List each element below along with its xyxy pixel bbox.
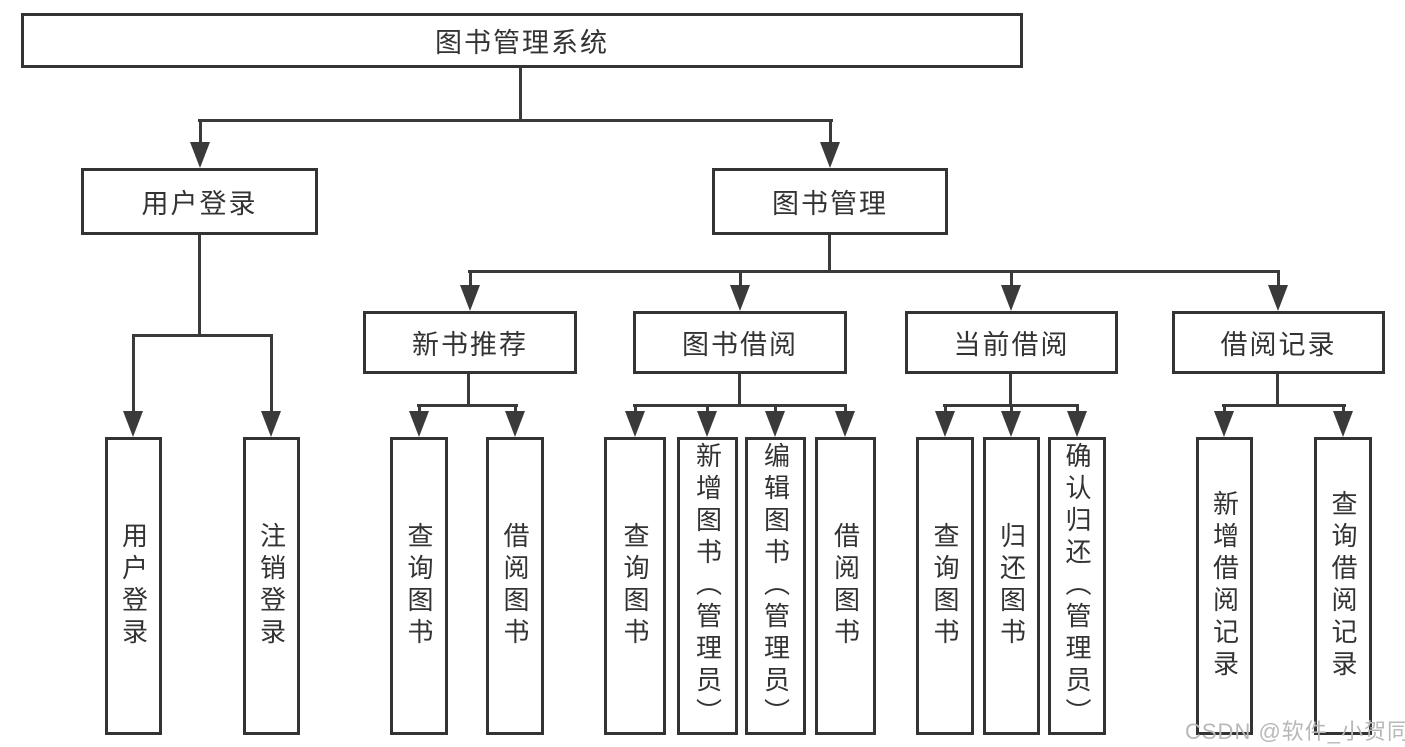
connector-line xyxy=(1076,404,1079,413)
arrow-down-icon xyxy=(409,411,429,437)
connector-line xyxy=(844,404,847,413)
node-label: 编辑图书（管理员） xyxy=(760,442,791,730)
arrow-down-icon xyxy=(1268,285,1288,311)
node-label: 用户登录 xyxy=(141,189,258,219)
connector-line xyxy=(132,334,273,337)
leaf-bb-borrow-books: 借阅图书 xyxy=(815,437,876,735)
connector-line xyxy=(633,404,846,407)
connector-line xyxy=(634,404,637,413)
connector-line xyxy=(198,119,833,122)
connector-line xyxy=(418,404,421,413)
connector-line xyxy=(468,270,1280,273)
leaf-br-add-record: 新增借阅记录 xyxy=(1196,437,1253,735)
arrow-down-icon xyxy=(1001,411,1021,437)
csdn-watermark: CSDN @软件_小贺同学 xyxy=(1185,719,1405,744)
connector-line xyxy=(1342,404,1345,413)
arrow-down-icon xyxy=(625,411,645,437)
node-label: 归还图书 xyxy=(996,522,1027,650)
connector-line xyxy=(829,119,832,146)
node-label: 注销登录 xyxy=(256,522,287,650)
node-label: 用户登录 xyxy=(118,522,149,650)
connector-line xyxy=(1223,404,1226,413)
node-label: 图书借阅 xyxy=(682,330,798,360)
node-book-management: 图书管理 xyxy=(712,168,948,235)
node-label: 新书推荐 xyxy=(412,330,528,360)
leaf-cb-return-books: 归还图书 xyxy=(983,437,1040,735)
connector-line xyxy=(519,68,522,121)
connector-line xyxy=(467,374,470,407)
arrow-down-icon xyxy=(697,411,717,437)
connector-line xyxy=(417,404,518,407)
arrow-down-icon xyxy=(1067,411,1087,437)
node-label: 查询图书 xyxy=(404,522,434,650)
arrow-down-icon xyxy=(765,411,785,437)
connector-line xyxy=(132,334,135,413)
node-label: 确认归还（管理员） xyxy=(1062,442,1092,730)
leaf-cb-query-books: 查询图书 xyxy=(916,437,974,735)
arrow-down-icon xyxy=(261,411,281,437)
connector-line xyxy=(1222,404,1346,407)
arrow-down-icon xyxy=(1001,285,1021,311)
connector-line xyxy=(774,404,777,413)
leaf-logout: 注销登录 xyxy=(243,437,300,735)
leaf-bb-add-books-admin: 新增图书（管理员） xyxy=(677,437,738,735)
connector-line xyxy=(1010,270,1013,287)
node-label: 查询图书 xyxy=(930,522,960,650)
node-label: 查询图书 xyxy=(620,522,650,650)
node-label: 借阅记录 xyxy=(1220,330,1337,360)
connector-line xyxy=(706,404,709,413)
leaf-nb-query-books: 查询图书 xyxy=(390,437,448,735)
arrow-down-icon xyxy=(123,411,143,437)
connector-line xyxy=(1277,270,1280,287)
connector-line xyxy=(514,404,517,413)
node-label: 查询借阅记录 xyxy=(1328,490,1358,682)
node-new-book-recommend: 新书推荐 xyxy=(363,311,577,374)
node-book-borrowing: 图书借阅 xyxy=(633,311,847,374)
connector-line xyxy=(828,235,831,273)
arrow-down-icon xyxy=(730,285,750,311)
leaf-cb-confirm-return-admin: 确认归还（管理员） xyxy=(1048,437,1106,735)
arrow-down-icon xyxy=(820,142,840,168)
connector-line xyxy=(270,334,273,413)
arrow-down-icon xyxy=(505,411,525,437)
connector-line xyxy=(944,404,947,413)
connector-line xyxy=(199,119,202,146)
node-label: 当前借阅 xyxy=(953,330,1070,360)
node-label: 图书管理 xyxy=(772,189,888,219)
node-current-borrowing: 当前借阅 xyxy=(905,311,1118,374)
leaf-bb-query-books: 查询图书 xyxy=(604,437,666,735)
node-label: 新增图书（管理员） xyxy=(692,442,723,730)
connector-line xyxy=(1276,374,1279,407)
connector-line xyxy=(198,235,201,337)
arrow-down-icon xyxy=(935,411,955,437)
arrow-down-icon xyxy=(190,142,210,168)
connector-line xyxy=(469,270,472,287)
arrow-down-icon xyxy=(1333,411,1353,437)
node-user-login: 用户登录 xyxy=(81,168,318,235)
leaf-nb-borrow-books: 借阅图书 xyxy=(486,437,544,735)
node-label: 借阅图书 xyxy=(830,522,861,650)
leaf-bb-edit-books-admin: 编辑图书（管理员） xyxy=(745,437,806,735)
connector-line xyxy=(738,374,741,407)
leaf-br-query-record: 查询借阅记录 xyxy=(1314,437,1372,735)
node-label: 借阅图书 xyxy=(500,522,530,650)
connector-line xyxy=(1010,404,1013,413)
connector-line xyxy=(739,270,742,287)
arrow-down-icon xyxy=(1214,411,1234,437)
arrow-down-icon xyxy=(835,411,855,437)
connector-line xyxy=(1009,374,1012,407)
arrow-down-icon xyxy=(460,285,480,311)
node-borrowing-records: 借阅记录 xyxy=(1172,311,1385,374)
node-label: 新增借阅记录 xyxy=(1209,490,1240,682)
node-label: 图书管理系统 xyxy=(435,28,609,58)
leaf-user-login: 用户登录 xyxy=(105,437,162,735)
node-library-management-system: 图书管理系统 xyxy=(21,13,1023,68)
